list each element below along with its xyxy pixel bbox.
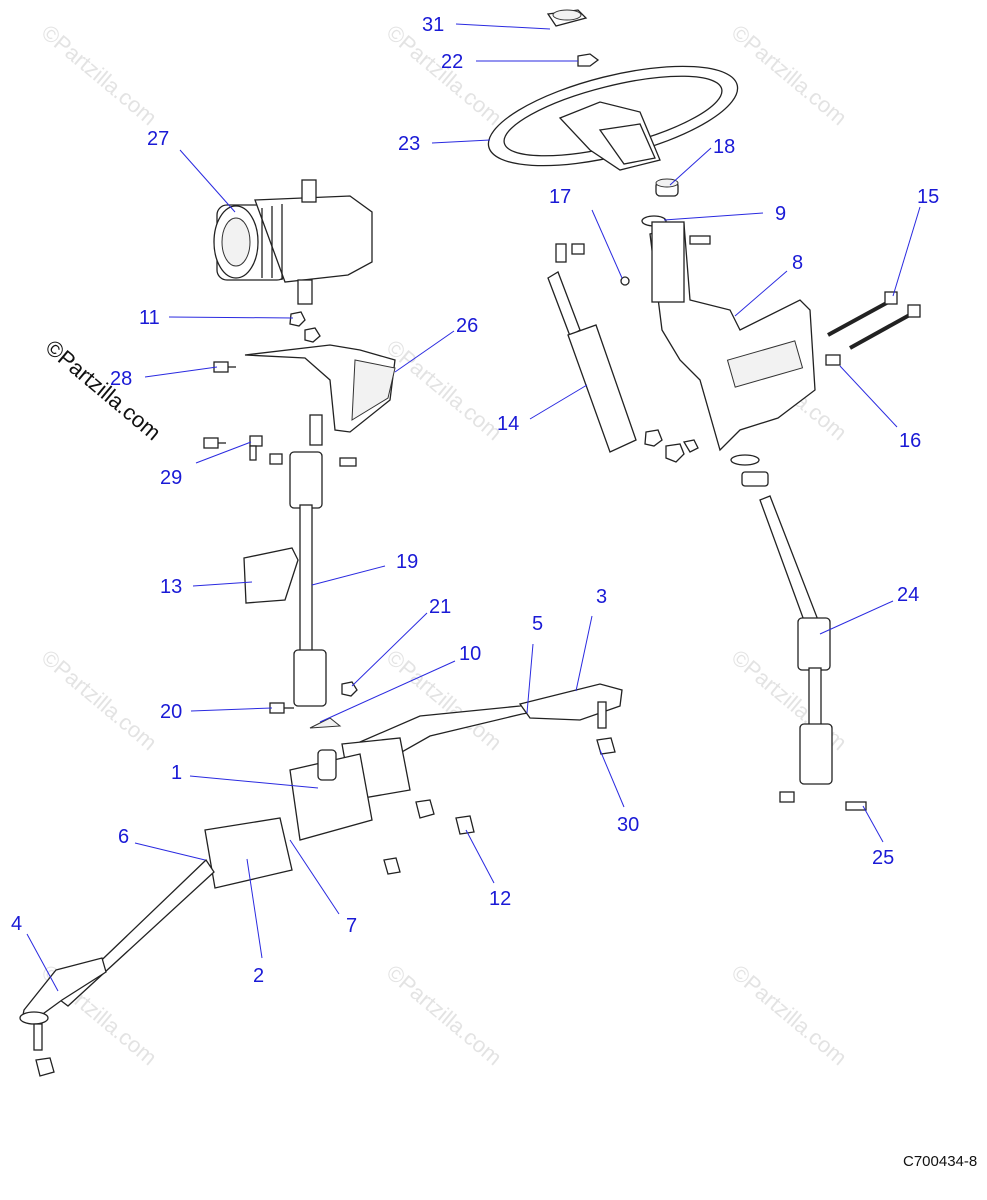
drawing-reference: C700434-8 (903, 1153, 977, 1170)
callout-23: 23 (398, 133, 420, 155)
watermark-text: ©Partzilla.com (727, 20, 852, 131)
watermark-text: ©Partzilla.com (727, 645, 852, 756)
callout-labels: 31 22 23 18 9 17 27 15 8 11 26 28 14 16 … (11, 14, 939, 987)
part-small-nut (620, 276, 630, 286)
part-horn-cap (546, 9, 588, 27)
callout-12: 12 (489, 888, 511, 910)
callout-28: 28 (110, 368, 132, 390)
callout-4: 4 (11, 913, 22, 935)
part-nut (577, 53, 600, 67)
part-rack-and-pinion (19, 683, 623, 1051)
callout-16: 16 (899, 430, 921, 452)
callout-13: 13 (160, 576, 182, 598)
callout-29: 29 (160, 467, 182, 489)
callout-19: 19 (396, 551, 418, 573)
callout-3: 3 (596, 586, 607, 608)
callout-14: 14 (497, 413, 519, 435)
part-steering-wheel (487, 65, 739, 171)
part-lower-shaft (730, 454, 867, 811)
callout-7: 7 (346, 915, 357, 937)
part-column-bracket (649, 221, 816, 452)
watermark-text: ©Partzilla.com (382, 335, 507, 446)
part-cover (243, 547, 299, 604)
callout-11: 11 (139, 307, 160, 329)
part-steering-damper (547, 243, 637, 453)
watermark-text: ©Partzilla.com (382, 960, 507, 1071)
callout-8: 8 (792, 252, 803, 274)
callout-10: 10 (459, 643, 481, 665)
callout-30: 30 (617, 814, 639, 836)
part-mount-bracket (244, 344, 396, 446)
callout-18: 18 (713, 136, 735, 158)
callout-27: 27 (147, 128, 169, 150)
part-small-hardware-2 (269, 681, 358, 729)
callout-21: 21 (429, 596, 451, 618)
callout-25: 25 (872, 847, 894, 869)
callout-26: 26 (456, 315, 478, 337)
callout-24: 24 (897, 584, 919, 606)
callout-1: 1 (171, 762, 182, 784)
callout-20: 20 (160, 701, 182, 723)
watermark-text: ©Partzilla.com (37, 645, 162, 756)
watermark-text: ©Partzilla.com (382, 20, 507, 131)
part-long-bolts (825, 291, 921, 366)
callout-2: 2 (253, 965, 264, 987)
callout-5: 5 (532, 613, 543, 635)
callout-9: 9 (775, 203, 786, 225)
callout-6: 6 (118, 826, 129, 848)
callout-31: 31 (422, 14, 444, 36)
part-rack-nuts (35, 737, 616, 1077)
watermark-text: ©Partzilla.com (727, 960, 852, 1071)
part-bracket-nuts (644, 429, 699, 463)
part-small-hardware (203, 311, 321, 461)
callout-17: 17 (549, 186, 571, 208)
part-intermediate-shaft (269, 451, 357, 707)
leader-lines (26, 23, 921, 992)
watermark-text: ©Partzilla.com (37, 20, 162, 131)
callout-15: 15 (917, 186, 939, 208)
callout-22: 22 (441, 51, 463, 73)
watermark-dark-text: ©Partzilla.com (41, 335, 166, 446)
part-bushing (655, 178, 679, 197)
part-power-steering-unit (213, 179, 373, 305)
